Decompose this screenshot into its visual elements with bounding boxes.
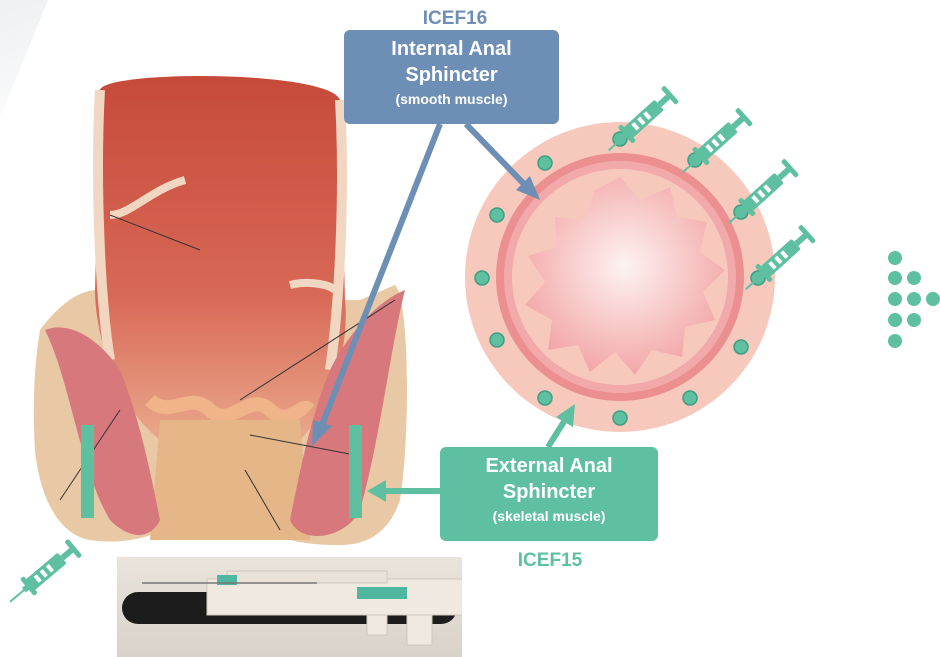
injection-device-photo: [117, 557, 462, 657]
internal-sphincter-code: ICEF16: [395, 8, 515, 30]
internal-sphincter-label-box: Internal Anal Sphincter (smooth muscle): [344, 30, 559, 124]
external-sphincter-title-line1: External Anal: [440, 453, 658, 479]
decorative-dot-pattern: [888, 251, 940, 348]
external-sphincter-title-line2: Sphincter: [440, 479, 658, 505]
external-sphincter-label-box: External Anal Sphincter (skeletal muscle…: [440, 447, 658, 541]
external-sphincter-marker-left: [81, 425, 94, 518]
external-sphincter-code: ICEF15: [490, 550, 610, 572]
internal-sphincter-title-line1: Internal Anal: [344, 36, 559, 62]
external-sphincter-marker-right: [349, 425, 362, 518]
internal-sphincter-subtitle: (smooth muscle): [344, 88, 559, 110]
internal-sphincter-title-line2: Sphincter: [344, 62, 559, 88]
syringe-icon: [3, 539, 82, 610]
external-sphincter-subtitle: (skeletal muscle): [440, 505, 658, 527]
